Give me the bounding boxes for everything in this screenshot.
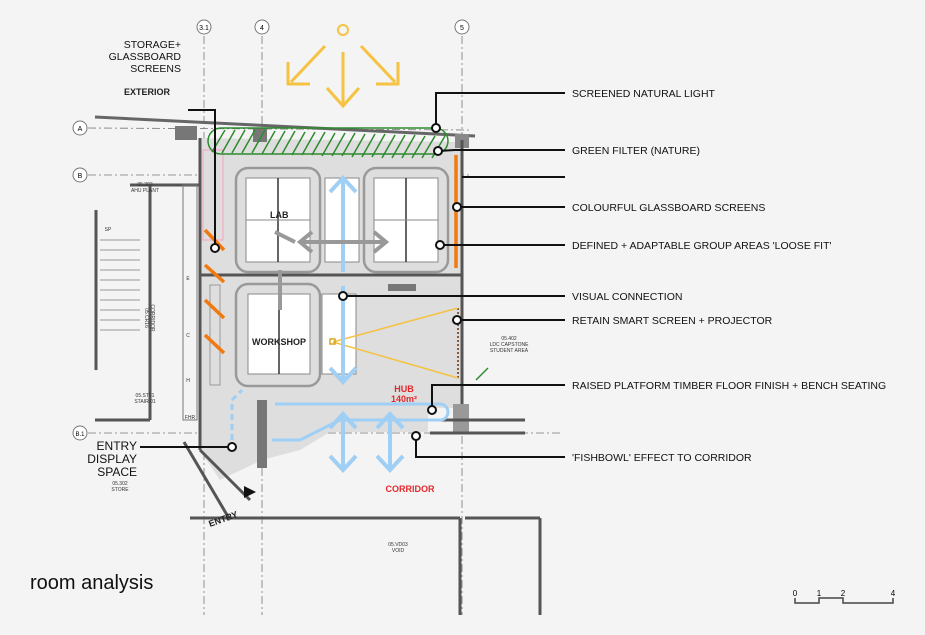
svg-text:3.1: 3.1 (199, 25, 209, 32)
svg-text:FHR: FHR (185, 415, 196, 421)
grid-bubble-3.1: 3.1 (196, 19, 212, 35)
svg-text:05.CR16: 05.CR16 (143, 308, 149, 328)
svg-text:SCREENS: SCREENS (130, 63, 181, 75)
entry-display-callout: ENTRY DISPLAY SPACE (87, 439, 137, 479)
projector-sightlines (329, 307, 459, 379)
circulation-arrows (230, 175, 450, 473)
svg-text:05.302: 05.302 (112, 481, 128, 487)
callout-screened-natural-light: SCREENED NATURAL LIGHT (572, 88, 716, 100)
svg-text:05.VD03: 05.VD03 (388, 542, 408, 548)
lab-label: LAB (270, 210, 289, 220)
exterior-wall (94, 115, 476, 138)
svg-text:SPACE: SPACE (97, 465, 137, 479)
column (175, 126, 197, 140)
entry-label: ENTRY (207, 509, 239, 529)
corridor-label: CORRIDOR (386, 484, 435, 494)
workshop-pod (234, 282, 357, 388)
svg-text:AHU PLANT: AHU PLANT (131, 188, 159, 194)
scale-bar: 0 1 2 4 (793, 589, 896, 604)
callout-green-filter: GREEN FILTER (NATURE) (572, 145, 700, 157)
callout-raised-platform: RAISED PLATFORM TIMBER FLOOR FINISH + BE… (572, 380, 886, 392)
svg-text:05.ST01: 05.ST01 (136, 393, 155, 399)
svg-text:STUDENT AREA: STUDENT AREA (490, 348, 529, 354)
svg-text:4: 4 (260, 25, 264, 32)
svg-text:05.303: 05.303 (137, 182, 153, 188)
svg-text:STORE: STORE (111, 487, 129, 493)
grey-arrows (274, 230, 390, 310)
green-marker (475, 367, 489, 381)
svg-text:C: C (186, 333, 190, 339)
svg-text:05.402: 05.402 (501, 336, 517, 342)
svg-text:LDC CAPSTONE: LDC CAPSTONE (490, 342, 529, 348)
room-tags: 05.303 AHU PLANT 05.ST01 STAIR 01 05.302… (105, 182, 529, 554)
svg-text:CORRIDOR: CORRIDOR (149, 304, 155, 332)
svg-text:B: B (78, 173, 83, 180)
svg-text:B.1: B.1 (75, 432, 85, 438)
callout-list: SCREENED NATURAL LIGHT GREEN FILTER (NAT… (572, 88, 886, 464)
exterior-label: EXTERIOR (124, 87, 171, 97)
storage-callout: STORAGE+ GLASSBOARD SCREENS (109, 39, 182, 75)
callout-leaders (140, 92, 565, 458)
svg-text:SP: SP (105, 227, 112, 233)
svg-text:VOID: VOID (392, 548, 405, 554)
callout-fishbowl: 'FISHBOWL' EFFECT TO CORRIDOR (572, 452, 752, 464)
callout-visual-connection: VISUAL CONNECTION (572, 291, 682, 303)
hub-label: HUB (394, 384, 414, 394)
svg-text:A: A (78, 126, 83, 133)
svg-text:4: 4 (891, 589, 896, 598)
grid-bubble-5: 5 (454, 19, 470, 35)
grid-bubble-4: 4 (254, 19, 270, 35)
svg-text:2: 2 (841, 589, 846, 598)
svg-text:0: 0 (793, 589, 798, 598)
svg-text:STORAGE+: STORAGE+ (124, 39, 181, 51)
svg-text:1: 1 (817, 589, 822, 598)
callout-glassboard-screens: COLOURFUL GLASSBOARD SCREENS (572, 202, 765, 214)
grid-bubble-b1: B.1 (72, 425, 88, 441)
svg-text:DISPLAY: DISPLAY (87, 452, 137, 466)
grid-bubble-a: A (72, 120, 88, 136)
entry-arrow-icon (244, 486, 256, 498)
walls (94, 138, 542, 615)
workshop-label: WORKSHOP (252, 337, 306, 347)
svg-text:E: E (186, 276, 190, 282)
svg-text:STAIR 01: STAIR 01 (134, 399, 156, 405)
natural-light-icon (286, 24, 400, 109)
grid-bubble-b: B (72, 167, 88, 183)
svg-text:5: 5 (460, 25, 464, 32)
callout-group-areas: DEFINED + ADAPTABLE GROUP AREAS 'LOOSE F… (572, 240, 832, 252)
svg-text:ENTRY: ENTRY (97, 439, 137, 453)
svg-text:H: H (186, 378, 190, 384)
svg-text:GLASSBOARD: GLASSBOARD (109, 51, 182, 63)
diagram-title: room analysis (30, 572, 154, 594)
hub-area: 140m² (391, 394, 417, 404)
callout-smart-screen: RETAIN SMART SCREEN + PROJECTOR (572, 315, 773, 327)
